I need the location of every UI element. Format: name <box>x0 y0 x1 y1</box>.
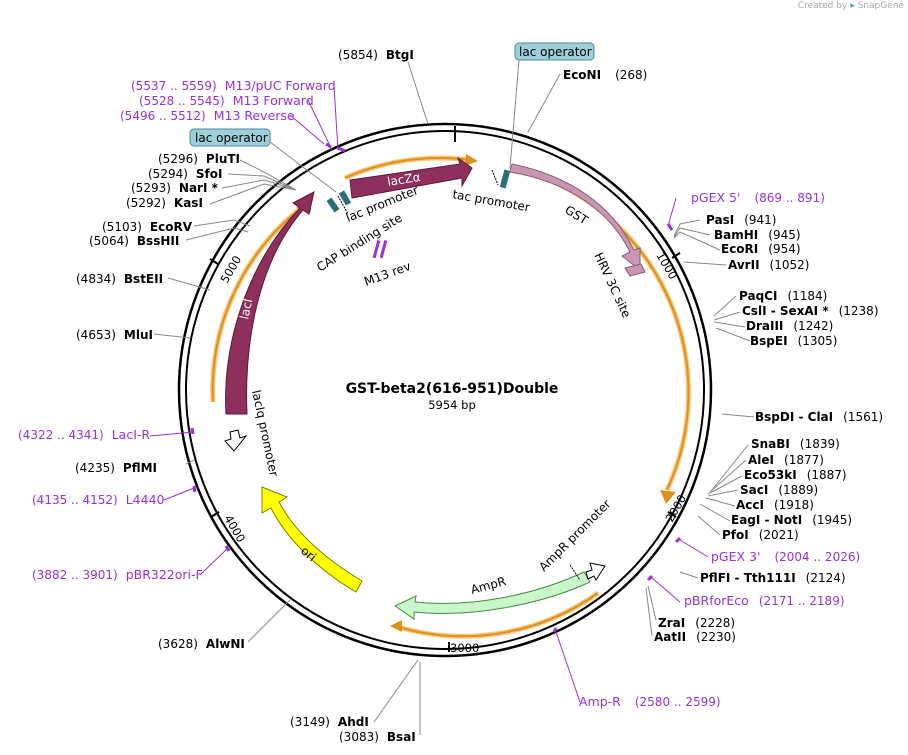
primer-m13-forward[interactable]: (5528 .. 5545)M13 Forward <box>139 93 314 108</box>
site-sfoi[interactable]: (5294)SfoI <box>148 167 222 181</box>
site-eagi-noti[interactable]: EagI - NotI(1945) <box>731 513 852 527</box>
feature-laci[interactable] <box>225 191 315 415</box>
feature-lacza[interactable] <box>349 156 473 199</box>
lac-operator-box-2: lac operator <box>509 42 595 169</box>
site-draiii[interactable]: DraIII(1242) <box>746 319 833 333</box>
primer-amp-r[interactable]: Amp-R(2580 .. 2599) <box>579 694 721 709</box>
site-pflmi[interactable]: (4235)PflMI <box>75 461 157 475</box>
site-leader-lines <box>153 61 755 735</box>
lac-operator-block-2 <box>326 197 340 213</box>
site-mlui[interactable]: (4653)MluI <box>76 328 153 342</box>
feature-gst[interactable] <box>509 163 641 272</box>
feature-m13-rev-label: M13 rev <box>362 259 412 289</box>
primer-leader-lines <box>149 85 709 703</box>
primer-pbrforeco[interactable]: pBRforEco(2171 .. 2189) <box>684 593 845 608</box>
site-nari[interactable]: (5293)NarI * <box>131 181 219 195</box>
restriction-sites: (5854)BtgI EcoNI(268) (5296)PluTI (5294)… <box>75 48 883 744</box>
site-saci[interactable]: SacI(1889) <box>740 483 818 497</box>
site-eco53ki[interactable]: Eco53kI(1887) <box>744 468 847 482</box>
site-econi[interactable]: EcoNI(268) <box>563 68 647 82</box>
feature-ori[interactable] <box>261 486 363 593</box>
feature-ampr[interactable] <box>394 571 591 620</box>
primer-l4440[interactable]: (4135 .. 4152)L4440 <box>32 492 165 507</box>
plasmid-length: 5954 bp <box>428 398 476 412</box>
m13-rev-mark <box>372 240 381 259</box>
site-zrai[interactable]: ZraI(2228) <box>658 616 735 630</box>
primer-pbr322ori-f[interactable]: (3882 .. 3901)pBR322ori-F <box>32 567 203 582</box>
site-aatii[interactable]: AatII(2230) <box>654 630 736 644</box>
backbone-outer-ring <box>177 122 713 658</box>
site-bspdi-clai[interactable]: BspDI - ClaI(1561) <box>755 410 883 424</box>
snapgene-credit: Created by ▸ SnapGene <box>798 1 904 11</box>
site-ahdi[interactable]: (3149)AhdI <box>290 715 369 729</box>
feature-hrv-3c-site[interactable] <box>624 263 646 277</box>
site-btgi[interactable]: (5854)BtgI <box>338 48 414 62</box>
plasmid-name: GST-beta2(616-951)Double <box>346 381 559 397</box>
primer-pgex-3[interactable]: pGEX 3'(2004 .. 2026) <box>711 549 860 564</box>
site-avrii[interactable]: AvrII(1052) <box>728 258 809 272</box>
lac-operator-label-2: lac operator <box>519 45 592 59</box>
feature-lacza-label: lacZα <box>386 170 421 189</box>
primer-labels: (5537 .. 5559)M13/pUC Forward (5528 .. 5… <box>18 78 860 709</box>
orf-arrowhead-gst <box>660 490 676 504</box>
primer-m13-puc-forward[interactable]: (5537 .. 5559)M13/pUC Forward <box>131 78 336 93</box>
lac-promoter-mark <box>337 195 349 215</box>
feature-laci-label: lacI <box>237 297 255 320</box>
site-bamhi[interactable]: BamHI(945) <box>714 228 801 242</box>
orf-arrowhead-ampr <box>390 620 402 632</box>
feature-ampr-promoter[interactable] <box>585 562 606 582</box>
primer-pgex-5[interactable]: pGEX 5'(869 .. 891) <box>691 190 825 205</box>
site-bspei[interactable]: BspEI(1305) <box>750 334 837 348</box>
primer-m13-reverse[interactable]: (5496 .. 5512)M13 Reverse <box>120 108 295 123</box>
tac-operator-block <box>499 169 511 189</box>
credit-brand: SnapGene <box>857 1 904 11</box>
m13-rev-mark-2 <box>379 240 388 259</box>
feature-laciq-promoter[interactable] <box>224 429 248 452</box>
tac-promoter-mark <box>491 169 499 186</box>
credit-prefix: Created by <box>797 1 848 11</box>
site-pluti[interactable]: (5296)PluTI <box>158 152 240 166</box>
site-csli-sexai[interactable]: CslI - SexAI *(1238) <box>742 304 879 318</box>
site-paqci[interactable]: PaqCI(1184) <box>739 289 827 303</box>
site-pasi[interactable]: PasI(941) <box>706 213 776 227</box>
site-snabi[interactable]: SnaBI(1839) <box>751 437 840 451</box>
site-bsshii[interactable]: (5064)BssHII <box>89 234 179 248</box>
feature-hrv-label: HRV 3C site <box>591 250 633 320</box>
site-ecori[interactable]: EcoRI(954) <box>721 242 801 256</box>
feature-laciq-label: lacIq promoter <box>249 389 281 478</box>
site-alwni[interactable]: (3628)AlwNI <box>158 637 245 651</box>
site-ecorv[interactable]: (5103)EcoRV <box>102 220 193 234</box>
tick-marks <box>209 126 681 652</box>
lac-operator-label-1: lac operator <box>195 131 268 145</box>
orf-arrowhead-lacz <box>465 154 478 166</box>
ampr-promoter-mark <box>569 564 581 581</box>
backbone-inner-ring <box>185 130 705 650</box>
feature-ampr-promoter-label: AmpR promoter <box>536 497 613 574</box>
site-acci[interactable]: AccI(1918) <box>736 498 814 512</box>
feature-ampr-label: AmpR <box>469 574 507 597</box>
site-pfoi[interactable]: PfoI(2021) <box>722 528 799 542</box>
tick-label-3000: 3000 <box>450 641 479 655</box>
lac-operator-box-1: lac operator <box>189 128 337 193</box>
site-kasi[interactable]: (5292)KasI <box>126 196 203 210</box>
primer-marks <box>190 142 682 633</box>
primer-laci-r[interactable]: (4322 .. 4341)LacI-R <box>18 427 150 442</box>
lac-operator-block-1 <box>338 190 352 206</box>
feature-gst-label: GST <box>562 203 591 228</box>
site-pflfi-tth111i[interactable]: PflFI - Tth111I(2124) <box>700 571 846 585</box>
feature-tac-promoter-label: tac promoter <box>451 187 530 214</box>
site-bsteii[interactable]: (4834)BstEII <box>76 272 163 286</box>
site-bsai[interactable]: (3083)BsaI <box>339 730 416 744</box>
site-alei[interactable]: AleI(1877) <box>748 453 824 467</box>
snapgene-logo-icon: ▸ <box>850 1 855 11</box>
